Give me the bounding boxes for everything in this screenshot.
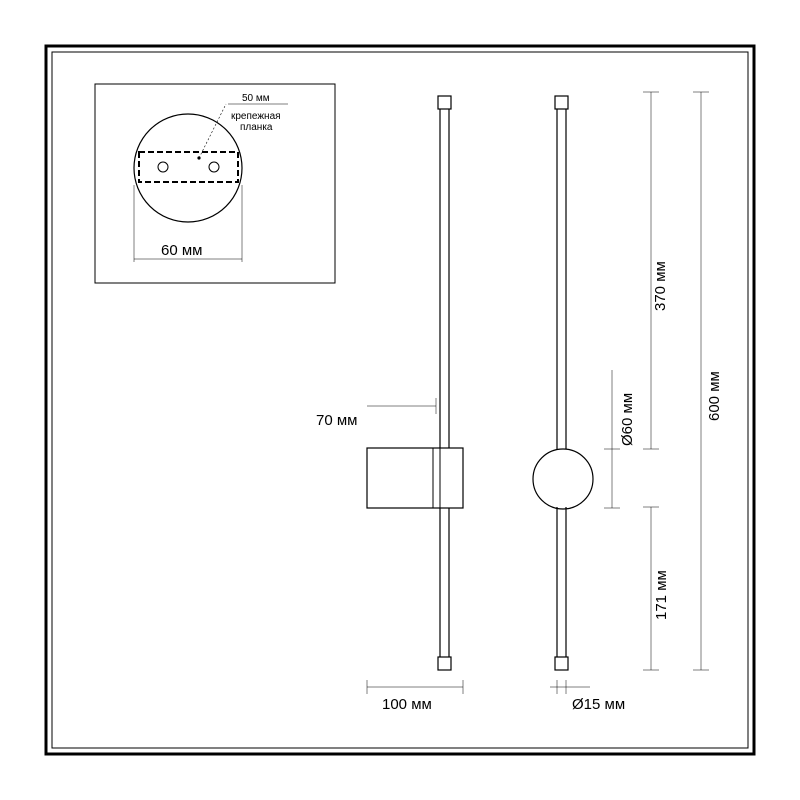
front-view: 370 мм Ø60 мм 171 мм 600 мм Ø15 мм <box>532 91 723 713</box>
mounting-hole-left <box>157 161 169 173</box>
base-circle-top-view <box>133 113 243 223</box>
side-base-body <box>366 447 464 509</box>
mounting-detail-inset: 50 мм крепежная планка 60 мм <box>94 83 336 284</box>
plate-name-line1: крепежная <box>231 111 281 122</box>
side-rod-top-cap <box>437 95 452 110</box>
width-label: 100 мм <box>382 696 432 713</box>
upper-length-label: 370 мм <box>652 261 669 311</box>
front-base-disc <box>532 448 594 510</box>
plate-leader-line <box>198 103 227 159</box>
lower-length-label: 171 мм <box>653 570 670 620</box>
side-view: 70 мм 100 мм <box>316 95 464 713</box>
plate-width-label: 50 мм <box>242 93 270 104</box>
side-rod-bottom-cap <box>437 656 452 671</box>
front-rod-top-cap <box>554 95 569 110</box>
base-diameter-label: 60 мм <box>161 242 202 259</box>
inner-frame <box>51 51 749 749</box>
front-rod-bottom-cap <box>554 656 569 671</box>
mounting-plate <box>138 151 239 183</box>
rod-diam-label: Ø15 мм <box>572 696 625 713</box>
plate-name-line2: планка <box>240 122 273 133</box>
total-height-label: 600 мм <box>706 371 723 421</box>
outer-frame <box>44 44 756 756</box>
mounting-hole-right <box>208 161 220 173</box>
inset-frame <box>94 83 336 284</box>
depth-label: 70 мм <box>316 412 357 429</box>
base-diam-label: Ø60 мм <box>619 393 636 446</box>
